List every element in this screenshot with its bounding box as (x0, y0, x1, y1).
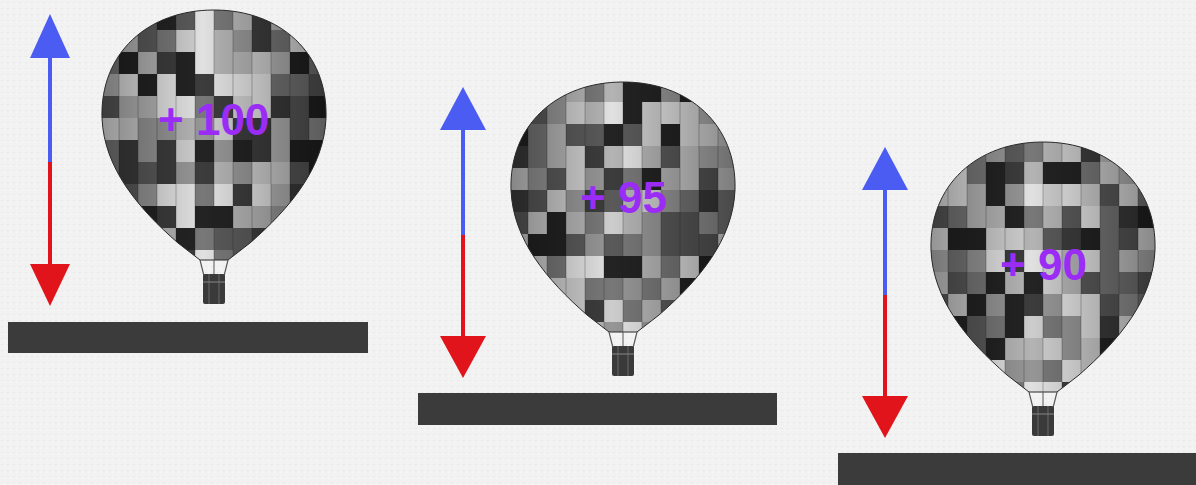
balloon-shape (509, 80, 737, 380)
ground-bar (418, 393, 777, 425)
value-label: + 95 (580, 176, 667, 220)
ground-bar (8, 322, 368, 353)
force-arrow (862, 147, 908, 438)
balloon-shape (929, 140, 1157, 440)
ground-bar (838, 453, 1196, 485)
balloon-node: + 95 (509, 80, 737, 380)
value-label: + 100 (158, 98, 269, 142)
force-arrow (30, 14, 70, 306)
balloon-node: + 100 (100, 8, 328, 308)
force-arrow (440, 87, 486, 378)
value-label: + 90 (1000, 243, 1087, 287)
balloon-node: + 90 (929, 140, 1157, 440)
balloon-shape (100, 8, 328, 308)
